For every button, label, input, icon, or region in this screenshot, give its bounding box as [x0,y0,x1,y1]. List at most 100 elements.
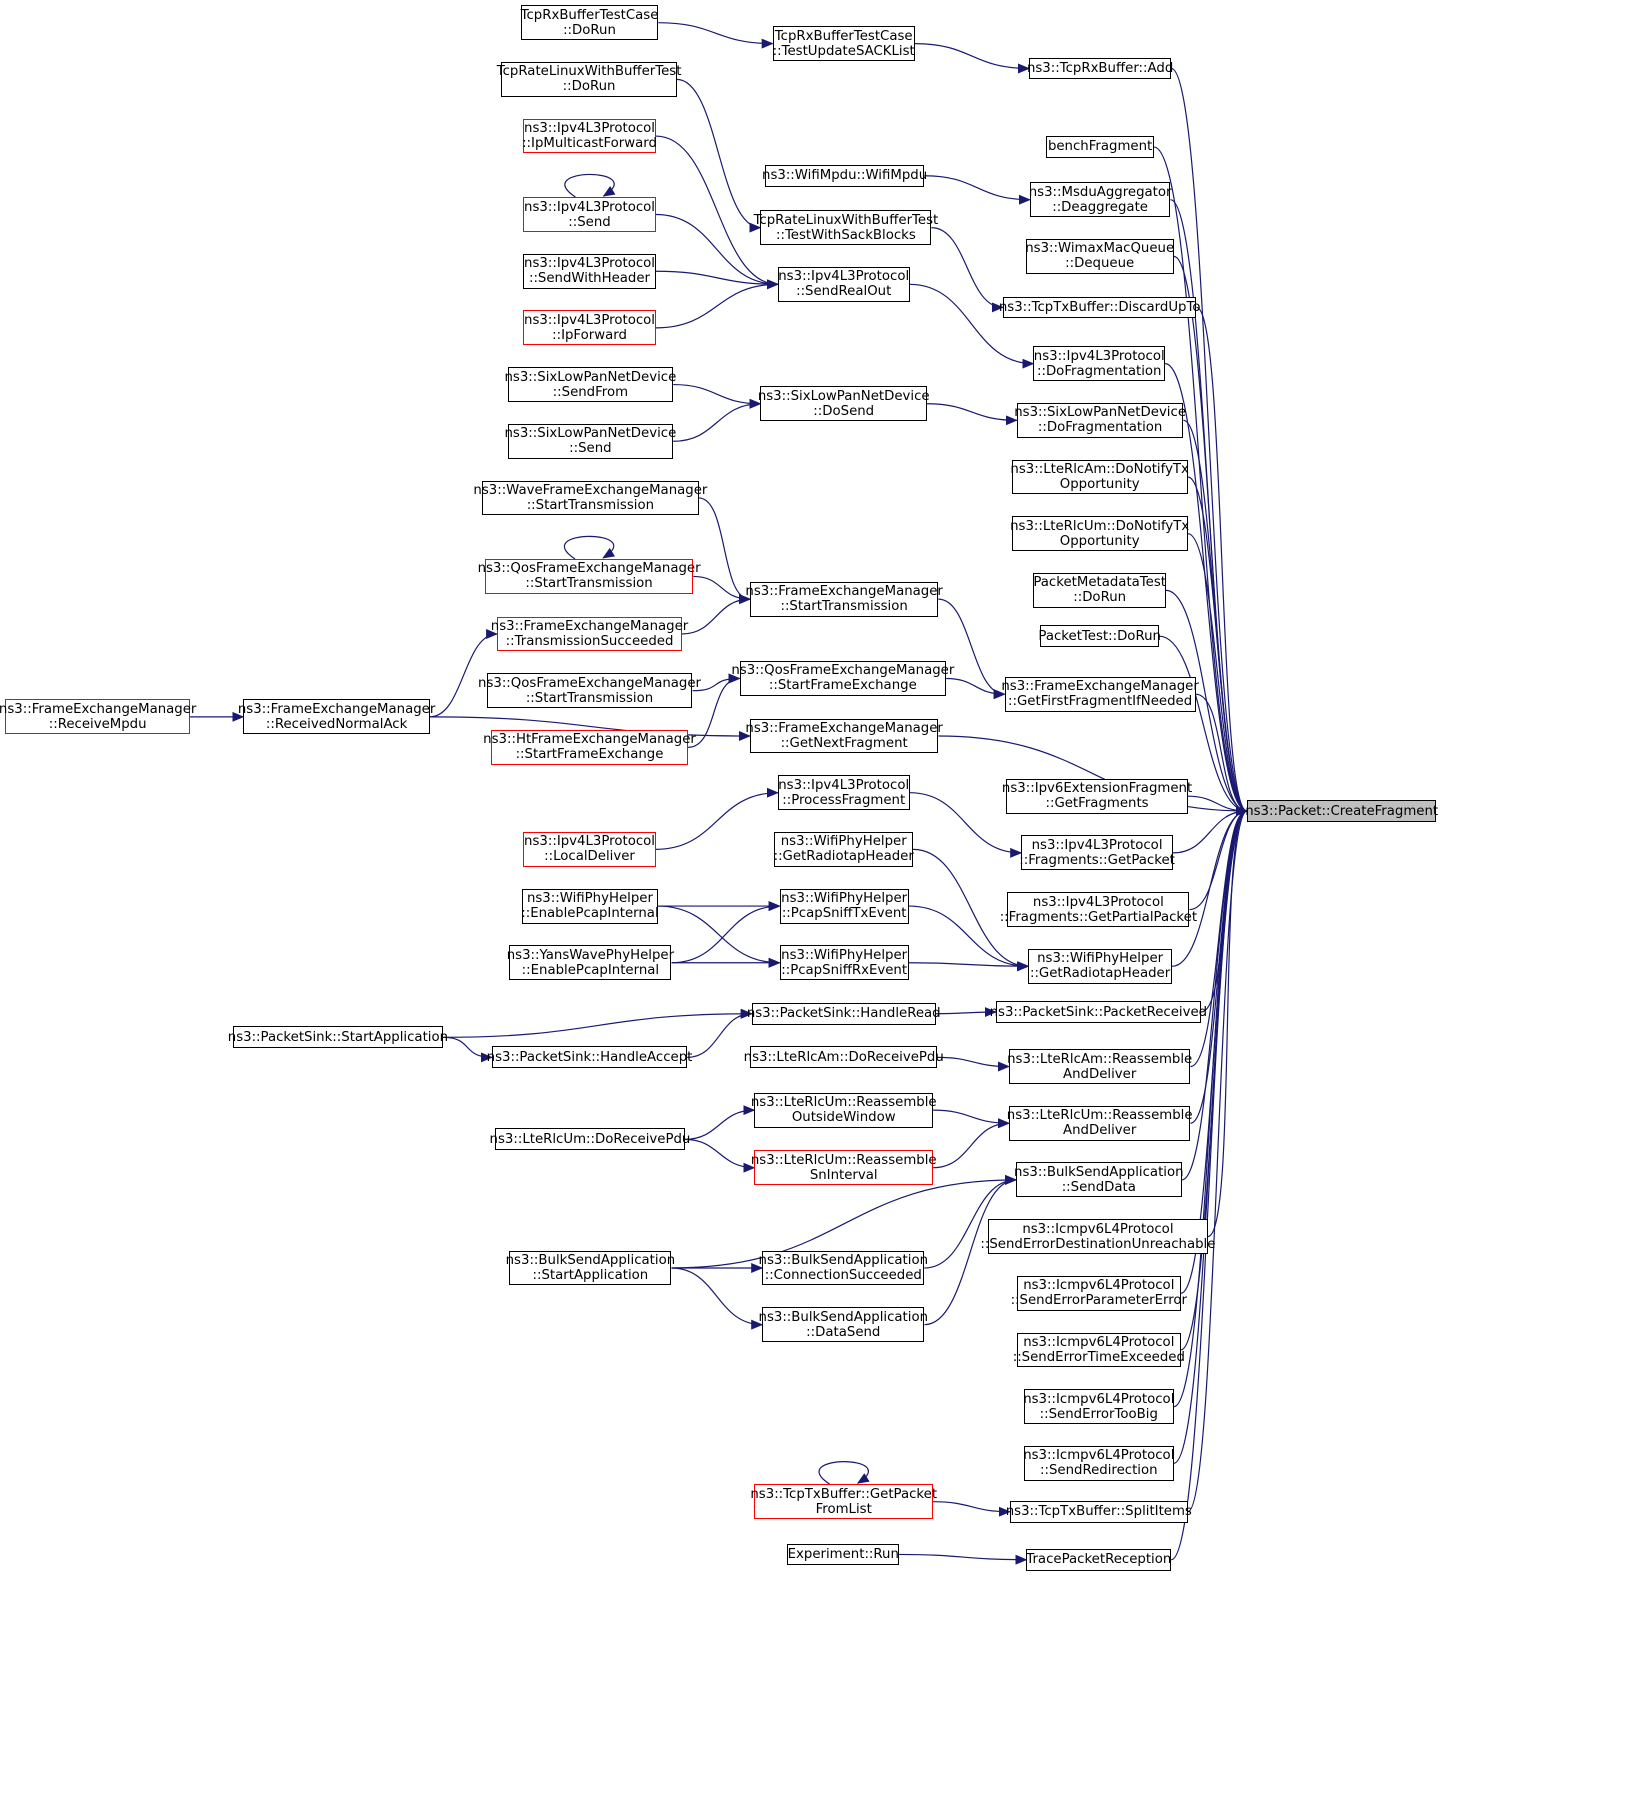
function-node[interactable]: ns3::BulkSendApplication::SendData [1014,1162,1184,1198]
function-node[interactable]: ns3::SixLowPanNetDevice::DoSend [758,386,930,422]
function-node[interactable]: TcpRateLinuxWithBufferTest::DoRun [497,61,681,97]
function-node[interactable]: ns3::QosFrameExchangeManager::StartTrans… [478,558,701,594]
function-label: FromList [815,1501,872,1517]
function-label: ns3::LteRlcAm::DoNotifyTx [1010,462,1189,478]
function-node[interactable]: ns3::WifiPhyHelper::PcapSniffRxEvent [779,945,909,981]
function-label: ns3::LteRlcAm::DoReceivePdu [743,1049,944,1065]
function-node[interactable]: ns3::WifiPhyHelper::GetRadiotapHeader [1028,948,1173,984]
function-node[interactable]: ns3::Ipv4L3Protocol::SendRealOut [777,266,910,302]
function-node[interactable]: Experiment::Run [787,1543,900,1566]
function-node[interactable]: TcpRxBufferTestCase::DoRun [520,5,659,41]
function-node[interactable]: ns3::BulkSendApplication::ConnectionSucc… [759,1250,928,1286]
function-label: TcpRxBufferTestCase [520,7,659,23]
function-node[interactable]: ns3::Icmpv6L4Protocol::SendErrorDestinat… [980,1219,1215,1255]
function-label: ns3::BulkSendApplication [758,1252,929,1268]
function-node[interactable]: ns3::Ipv4L3Protocol::ProcessFragment [777,775,910,811]
function-label: ns3::PacketSink::StartApplication [227,1029,449,1045]
function-label: ns3::LteRlcUm::DoNotifyTx [1010,518,1190,534]
function-node[interactable]: ns3::LteRlcUm::DoReceivePdu [490,1128,690,1151]
function-node[interactable]: ns3::FrameExchangeManager::TransmissionS… [491,616,688,652]
function-node[interactable]: TcpRateLinuxWithBufferTest::TestWithSack… [754,210,938,246]
function-node[interactable]: ns3::FrameExchangeManager::GetNextFragme… [745,718,943,754]
function-node[interactable]: ns3::Ipv4L3Protocol::SendWithHeader [523,253,656,289]
function-label: ns3::FrameExchangeManager [0,701,197,717]
function-label: ::Send [568,214,611,230]
function-node[interactable]: ns3::Ipv4L3Protocol::Fragments::GetParti… [1000,892,1197,927]
function-label: ::Dequeue [1065,256,1135,272]
call-edge [899,1553,1028,1565]
function-node[interactable]: benchFragment [1046,136,1154,158]
call-edge [698,497,751,605]
function-node[interactable]: ns3::Icmpv6L4Protocol::SendErrorParamete… [1011,1275,1187,1311]
function-node[interactable]: PacketTest::DoRun [1038,625,1161,648]
function-label: ns3::Ipv6ExtensionFragment [1001,781,1193,797]
function-node[interactable]: ns3::WifiPhyHelper::GetRadiotapHeader [774,831,914,867]
call-edge [1158,635,1249,816]
function-label: ns3::WifiPhyHelper [781,947,908,963]
function-node[interactable]: ns3::BulkSendApplication::DataSend [759,1307,928,1343]
function-node[interactable]: ns3::QosFrameExchangeManager::StartTrans… [478,673,701,709]
function-node[interactable]: ns3::HtFrameExchangeManager::StartFrameE… [483,729,696,765]
function-node[interactable]: ns3::FrameExchangeManager::ReceivedNorma… [238,699,435,735]
function-node[interactable]: ns3::BulkSendApplication::StartApplicati… [506,1250,675,1286]
function-node[interactable]: ns3::Ipv4L3Protocol::IpMulticastForward [522,118,657,154]
function-node[interactable]: ns3::QosFrameExchangeManager::StartFrame… [731,661,954,696]
function-node[interactable]: ns3::LteRlcAm::DoReceivePdu [744,1046,944,1069]
function-node[interactable]: ns3::FrameExchangeManager::StartTransmis… [745,581,943,617]
function-node[interactable]: ns3::PacketSink::StartApplication [228,1026,448,1049]
function-node[interactable]: ns3::MsduAggregator::Deaggregate [1029,182,1172,218]
function-node[interactable]: ns3::FrameExchangeManager::GetFirstFragm… [1001,676,1199,712]
call-edge [563,535,616,560]
function-label: ::Fragments::GetPartialPacket [999,909,1198,925]
function-node[interactable]: ns3::Ipv6ExtensionFragment::GetFragments [1002,778,1192,814]
function-label: ns3::Icmpv6L4Protocol [1023,1334,1175,1350]
function-node[interactable]: ns3::Icmpv6L4Protocol::SendErrorTimeExce… [1013,1332,1185,1368]
call-edge [924,1174,1017,1269]
root-function-node[interactable]: ns3::Packet::CreateFragment [1245,799,1438,823]
function-node[interactable]: ns3::Ipv4L3Protocol::LocalDeliver [523,831,656,867]
function-node[interactable]: PacketMetadataTest::DoRun [1033,572,1166,608]
call-edge [909,792,1023,858]
call-edge [1172,806,1249,967]
function-node[interactable]: ns3::YansWavePhyHelper::EnablePcapIntern… [506,945,675,981]
function-node[interactable]: ns3::Ipv4L3Protocol::DoFragmentation [1033,346,1166,382]
function-node[interactable]: ns3::Ipv4L3Protocol::IpForward [523,310,656,346]
function-node[interactable]: ns3::WimaxMacQueue::Dequeue [1025,238,1174,274]
function-node[interactable]: ns3::Ipv4L3Protocol::Fragments::GetPacke… [1019,835,1175,871]
function-node[interactable]: ns3::PacketSink::PacketReceived [990,1001,1207,1023]
function-label: ::GetNextFragment [780,736,908,752]
function-node[interactable]: ns3::TcpRxBuffer::Add [1027,57,1173,80]
function-node[interactable]: ns3::SixLowPanNetDevice::Send [504,423,676,459]
function-node[interactable]: ns3::Icmpv6L4Protocol::SendRedirection [1023,1445,1174,1481]
function-node[interactable]: ns3::TcpTxBuffer::DiscardUpTo [999,296,1201,319]
call-edge [933,1118,1010,1169]
function-node[interactable]: ns3::WifiPhyHelper::EnablePcapInternal [521,888,659,924]
function-label: ::StartFrameExchange [515,747,664,763]
function-node[interactable]: TcpRxBufferTestCase::TestUpdateSACKList [772,26,915,62]
function-label: ns3::YansWavePhyHelper [506,947,675,963]
function-label: ::SendRedirection [1040,1463,1158,1479]
function-node[interactable]: ns3::PacketSink::HandleAccept [487,1046,692,1069]
call-edge [933,1109,1010,1129]
function-node[interactable]: ns3::WifiMpdu::WifiMpdu [762,164,927,187]
function-node[interactable]: ns3::FrameExchangeManager::ReceiveMpdu [0,699,196,735]
function-node[interactable]: ns3::PacketSink::HandleRead [747,1002,941,1025]
function-node[interactable]: ns3::SixLowPanNetDevice::DoFragmentation [1014,402,1186,438]
function-node[interactable]: ns3::Ipv4L3Protocol::Send [523,197,656,232]
function-node[interactable]: ns3::SixLowPanNetDevice::SendFrom [504,367,676,402]
function-label: ns3::TcpTxBuffer::GetPacket [750,1486,938,1502]
function-node[interactable]: TracePacketReception [1026,1548,1171,1571]
function-node[interactable]: ns3::WifiPhyHelper::PcapSniffTxEvent [779,888,909,924]
function-node[interactable]: ns3::TcpTxBuffer::SplitItems [1006,1500,1192,1523]
call-edge [914,43,1031,74]
function-node[interactable]: ns3::Icmpv6L4Protocol::SendErrorTooBig [1023,1389,1174,1425]
function-label: ::GetFirstFragmentIfNeeded [1008,694,1193,710]
function-node[interactable]: ns3::WaveFrameExchangeManager::StartTran… [473,480,707,516]
